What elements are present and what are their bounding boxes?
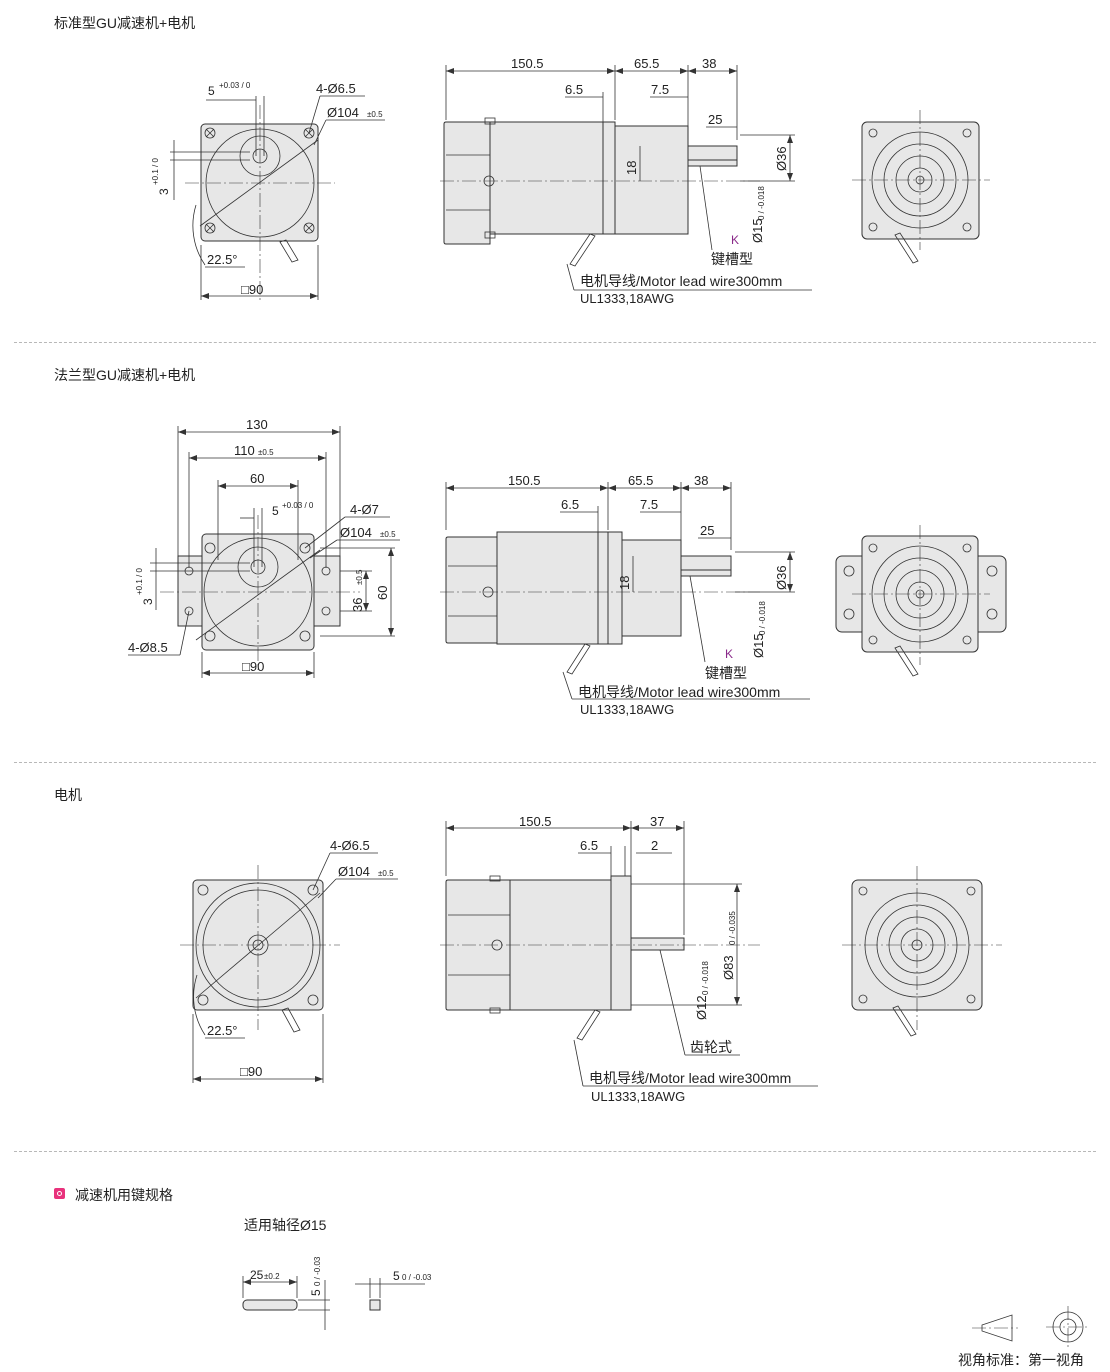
svg-text:37: 37 bbox=[650, 814, 664, 829]
section-divider bbox=[14, 1151, 1096, 1152]
section-title-key-spec: 减速机用键规格 bbox=[75, 1187, 173, 1203]
rear-view-standard bbox=[852, 110, 990, 264]
svg-text:0 / -0.018: 0 / -0.018 bbox=[758, 601, 767, 635]
svg-text:0 / -0.018: 0 / -0.018 bbox=[757, 186, 766, 220]
svg-text:±0.5: ±0.5 bbox=[367, 110, 383, 119]
svg-text:Ø36: Ø36 bbox=[774, 565, 789, 590]
svg-text:18: 18 bbox=[617, 576, 632, 590]
svg-text:3: 3 bbox=[141, 598, 155, 605]
svg-text:UL1333,18AWG: UL1333,18AWG bbox=[580, 291, 674, 306]
svg-text:键槽型: 键槽型 bbox=[711, 251, 753, 267]
svg-text:65.5: 65.5 bbox=[628, 473, 653, 488]
svg-text:130: 130 bbox=[246, 417, 268, 432]
svg-text:K: K bbox=[725, 647, 733, 661]
svg-text:6.5: 6.5 bbox=[561, 497, 579, 512]
svg-text:+0.1 / 0: +0.1 / 0 bbox=[135, 568, 144, 595]
front-view-standard: □90 5 +0.03 / 0 3 +0.1 / 0 4-Ø6.5 Ø104 ±… bbox=[151, 81, 385, 300]
svg-text:22.5°: 22.5° bbox=[207, 1023, 238, 1038]
svg-text:5: 5 bbox=[309, 1289, 323, 1296]
svg-text:7.5: 7.5 bbox=[651, 82, 669, 97]
svg-text:110: 110 bbox=[234, 443, 255, 458]
rear-view-flange bbox=[835, 525, 1007, 677]
section-title-motor: 电机 bbox=[54, 787, 82, 803]
dim-square-90: □90 bbox=[241, 282, 263, 297]
svg-text:5: 5 bbox=[272, 504, 279, 518]
section-bullet-icon bbox=[54, 1188, 65, 1199]
svg-text:±0.5: ±0.5 bbox=[378, 869, 394, 878]
svg-text:4-Ø8.5: 4-Ø8.5 bbox=[128, 640, 168, 655]
svg-text:+0.03 / 0: +0.03 / 0 bbox=[282, 501, 314, 510]
svg-text:Ø15: Ø15 bbox=[751, 633, 766, 658]
svg-text:Ø15: Ø15 bbox=[750, 218, 765, 243]
svg-text:4-Ø7: 4-Ø7 bbox=[350, 502, 379, 517]
angle-label: 22.5° bbox=[207, 252, 238, 267]
svg-text:6.5: 6.5 bbox=[580, 838, 598, 853]
front-view-flange: 130 110 ±0.5 60 5 +0.03 / 0 3 +0.1 / 0 3… bbox=[128, 417, 400, 678]
section-title-flange: 法兰型GU减速机+电机 bbox=[54, 367, 196, 383]
svg-text:38: 38 bbox=[694, 473, 708, 488]
svg-text:150.5: 150.5 bbox=[511, 56, 544, 71]
svg-text:150.5: 150.5 bbox=[508, 473, 541, 488]
svg-text:Ø104: Ø104 bbox=[327, 105, 359, 120]
svg-text:±0.5: ±0.5 bbox=[258, 448, 274, 457]
svg-text:25: 25 bbox=[708, 112, 722, 127]
view-standard-label: 视角标准：第一视角 bbox=[958, 1352, 1084, 1368]
svg-text:Ø83: Ø83 bbox=[721, 955, 736, 980]
svg-text:5: 5 bbox=[393, 1269, 400, 1283]
svg-text:0 / -0.03: 0 / -0.03 bbox=[402, 1273, 432, 1282]
svg-text:25: 25 bbox=[250, 1268, 264, 1282]
svg-text:电机导线/Motor lead wire300mm: 电机导线/Motor lead wire300mm bbox=[589, 1070, 791, 1086]
svg-text:键槽型: 键槽型 bbox=[705, 665, 747, 681]
svg-text:±0.5: ±0.5 bbox=[355, 569, 364, 585]
svg-text:+0.03 / 0: +0.03 / 0 bbox=[219, 81, 251, 90]
svg-text:Ø36: Ø36 bbox=[774, 146, 789, 171]
svg-text:6.5: 6.5 bbox=[565, 82, 583, 97]
svg-text:电机导线/Motor lead wire300mm: 电机导线/Motor lead wire300mm bbox=[578, 684, 780, 700]
svg-text:齿轮式: 齿轮式 bbox=[690, 1039, 732, 1055]
svg-text:60: 60 bbox=[250, 471, 264, 486]
svg-text:25: 25 bbox=[700, 523, 714, 538]
side-view-motor: 150.5 37 6.5 2 Ø83 0 / -0.035 Ø12 0 / -0… bbox=[440, 814, 818, 1104]
svg-text:65.5: 65.5 bbox=[634, 56, 659, 71]
shaft-diameter-label: 适用轴径Ø15 bbox=[244, 1217, 327, 1233]
svg-text:Ø104: Ø104 bbox=[338, 864, 370, 879]
lead-wire-label: 电机导线/Motor lead wire300mm bbox=[580, 273, 782, 289]
svg-text:UL1333,18AWG: UL1333,18AWG bbox=[580, 702, 674, 717]
side-view-standard: 150.5 65.5 38 6.5 7.5 25 Ø36 18 Ø15 0 / … bbox=[440, 56, 812, 306]
svg-text:+0.1 / 0: +0.1 / 0 bbox=[151, 158, 160, 185]
svg-text:Ø104: Ø104 bbox=[340, 525, 372, 540]
svg-text:±0.5: ±0.5 bbox=[380, 530, 396, 539]
svg-text:18: 18 bbox=[624, 161, 639, 175]
svg-text:38: 38 bbox=[702, 56, 716, 71]
section-title-standard: 标准型GU减速机+电机 bbox=[54, 15, 196, 31]
section-divider bbox=[14, 342, 1096, 343]
svg-text:□90: □90 bbox=[242, 659, 264, 674]
svg-text:□90: □90 bbox=[240, 1064, 262, 1079]
svg-text:Ø12: Ø12 bbox=[694, 995, 709, 1020]
svg-text:2: 2 bbox=[651, 838, 658, 853]
svg-text:0 / -0.018: 0 / -0.018 bbox=[701, 961, 710, 995]
svg-text:±0.2: ±0.2 bbox=[264, 1272, 280, 1281]
svg-text:7.5: 7.5 bbox=[640, 497, 658, 512]
svg-text:K: K bbox=[731, 233, 739, 247]
svg-text:0 / -0.035: 0 / -0.035 bbox=[728, 911, 737, 945]
svg-text:0 / -0.03: 0 / -0.03 bbox=[313, 1256, 322, 1286]
svg-text:150.5: 150.5 bbox=[519, 814, 552, 829]
first-angle-projection-icon bbox=[972, 1306, 1090, 1348]
section-divider bbox=[14, 762, 1096, 763]
svg-text:60: 60 bbox=[375, 586, 390, 600]
dim-holes: 4-Ø6.5 bbox=[316, 81, 356, 96]
svg-text:UL1333,18AWG: UL1333,18AWG bbox=[591, 1089, 685, 1104]
rear-view-motor bbox=[842, 866, 1002, 1037]
svg-text:4-Ø6.5: 4-Ø6.5 bbox=[330, 838, 370, 853]
key-spec-drawing: 适用轴径Ø15 25 ±0.2 5 0 / -0.03 5 0 / -0.03 bbox=[242, 1217, 432, 1330]
svg-text:5: 5 bbox=[208, 84, 215, 98]
side-view-flange: 150.5 65.5 38 6.5 7.5 25 Ø36 18 Ø15 0 / … bbox=[440, 473, 810, 717]
front-view-motor: □90 4-Ø6.5 Ø104 ±0.5 22.5° bbox=[180, 838, 398, 1083]
svg-text:3: 3 bbox=[157, 188, 171, 195]
svg-text:36: 36 bbox=[350, 598, 365, 612]
